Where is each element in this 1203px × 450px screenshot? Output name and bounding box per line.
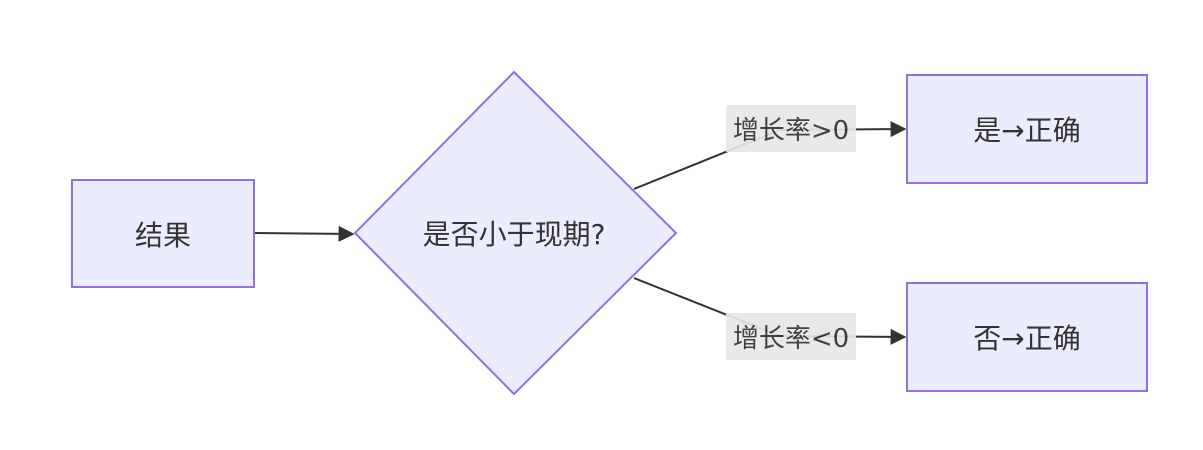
node-result-label: 结果 [134,218,191,252]
node-result[interactable] [71,179,255,288]
node-decision-label: 是否小于现期? [422,218,606,251]
node-decision[interactable] [353,70,678,396]
node-no-label: 否→正确 [973,322,1081,355]
edge-result-to-decision [253,225,355,242]
node-yes-label: 是→正确 [973,114,1081,147]
edge-label-growth-positive: 增长率>0 [726,105,856,152]
node-no[interactable] [906,282,1148,392]
edge-label-growth-negative: 增长率<0 [726,313,856,360]
node-yes[interactable] [906,74,1148,184]
